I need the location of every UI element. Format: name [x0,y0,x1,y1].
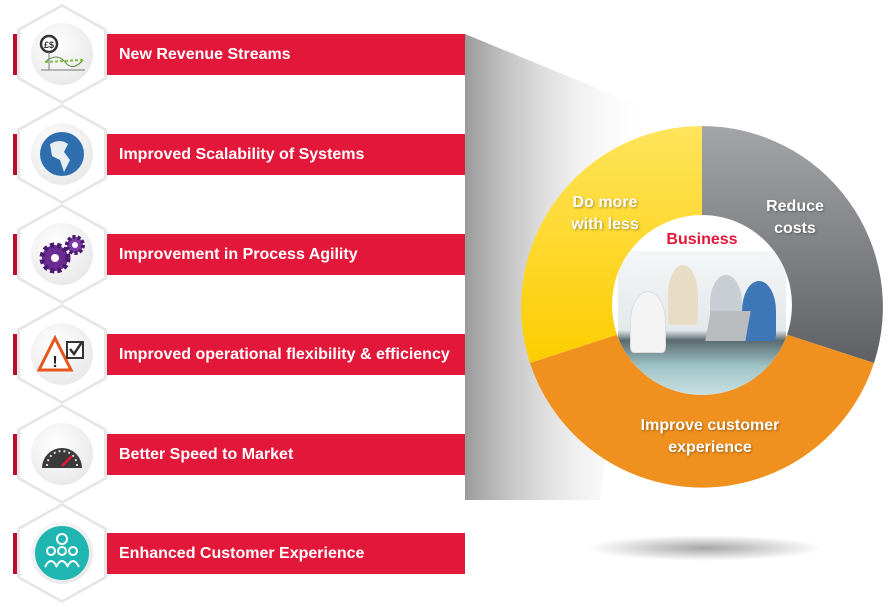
hexagon-face [20,506,104,600]
label-line: costs [774,220,816,237]
business-center: Business [612,215,792,395]
revenue-chart-icon: £$ [31,23,93,85]
benefit-icon-hexagon [17,503,107,603]
gears-icon [31,223,93,285]
segment-improve-customer-experience [530,307,874,488]
label-line: with less [571,216,639,233]
speedometer-icon [31,423,93,485]
segment-label-reduce-costs: Reduce costs [745,196,845,240]
segment-label-do-more-with-less: Do more with less [555,192,655,236]
label-line: Do more [572,194,638,211]
label-line: experience [668,439,752,456]
benefit-label: Improved Scalability of Systems [119,146,365,163]
warning-check-icon: ! [31,323,93,385]
customers-icon [31,522,93,584]
benefit-label: Better Speed to Market [119,446,294,463]
svg-text:!: ! [52,354,57,371]
benefit-icon-hexagon: £$ [17,4,107,104]
benefit-label: Improvement in Process Agility [119,246,358,263]
segment-label-improve-customer-experience: Improve customer experience [610,415,810,459]
globe-icon [31,123,93,185]
benefit-label: Enhanced Customer Experience [119,545,365,562]
benefit-label: New Revenue Streams [119,46,291,63]
wheel-shadow [585,535,825,561]
label-line: Reduce [766,198,824,215]
benefit-icon-hexagon [17,104,107,204]
benefit-label: Improved operational flexibility & effic… [119,346,450,363]
label-line: Improve customer [640,417,780,434]
svg-text:£$: £$ [44,40,54,50]
business-team-photo [618,251,786,395]
center-title: Business [666,231,738,248]
